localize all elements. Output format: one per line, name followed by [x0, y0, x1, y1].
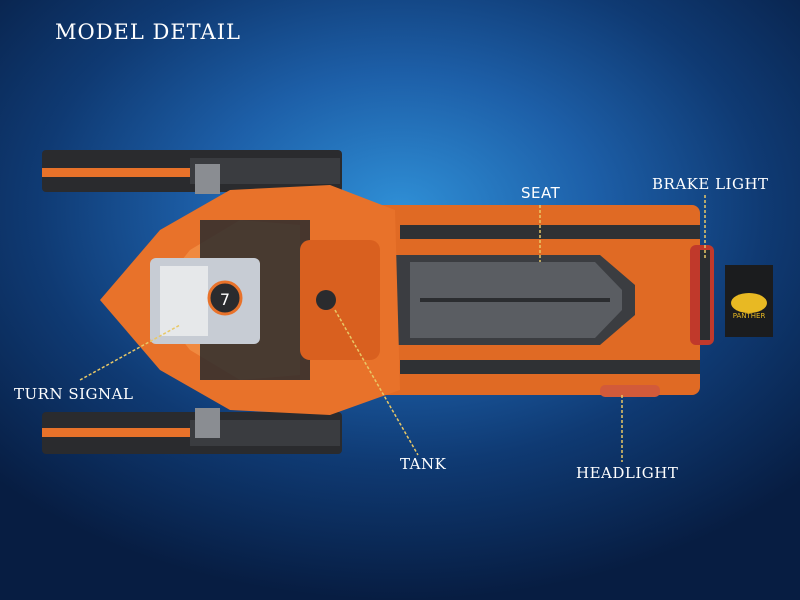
tank-label: TANK	[400, 455, 447, 473]
rear-flap: PANTHER	[725, 265, 773, 337]
right-ski	[42, 408, 342, 454]
brand-badge-text: PANTHER	[733, 312, 766, 320]
headlight-label: HEADLIGHT	[576, 464, 679, 482]
turn-signal-leader-line	[79, 324, 181, 381]
page-title: MODEL DETAIL	[55, 20, 241, 44]
brake-light-label: BRAKE LIGHT	[652, 175, 769, 193]
brake-light	[690, 245, 714, 345]
turn-signal-label: TURN SIGNAL	[14, 385, 134, 403]
number-badge-text: 7	[220, 290, 230, 309]
tank-leader-line	[334, 309, 419, 456]
tank	[300, 240, 380, 360]
seat-label: SEAT	[521, 184, 561, 202]
callout-leader-lines	[79, 195, 706, 462]
engine-block: 7	[150, 258, 260, 344]
seat	[395, 255, 635, 345]
left-ski	[42, 150, 342, 194]
